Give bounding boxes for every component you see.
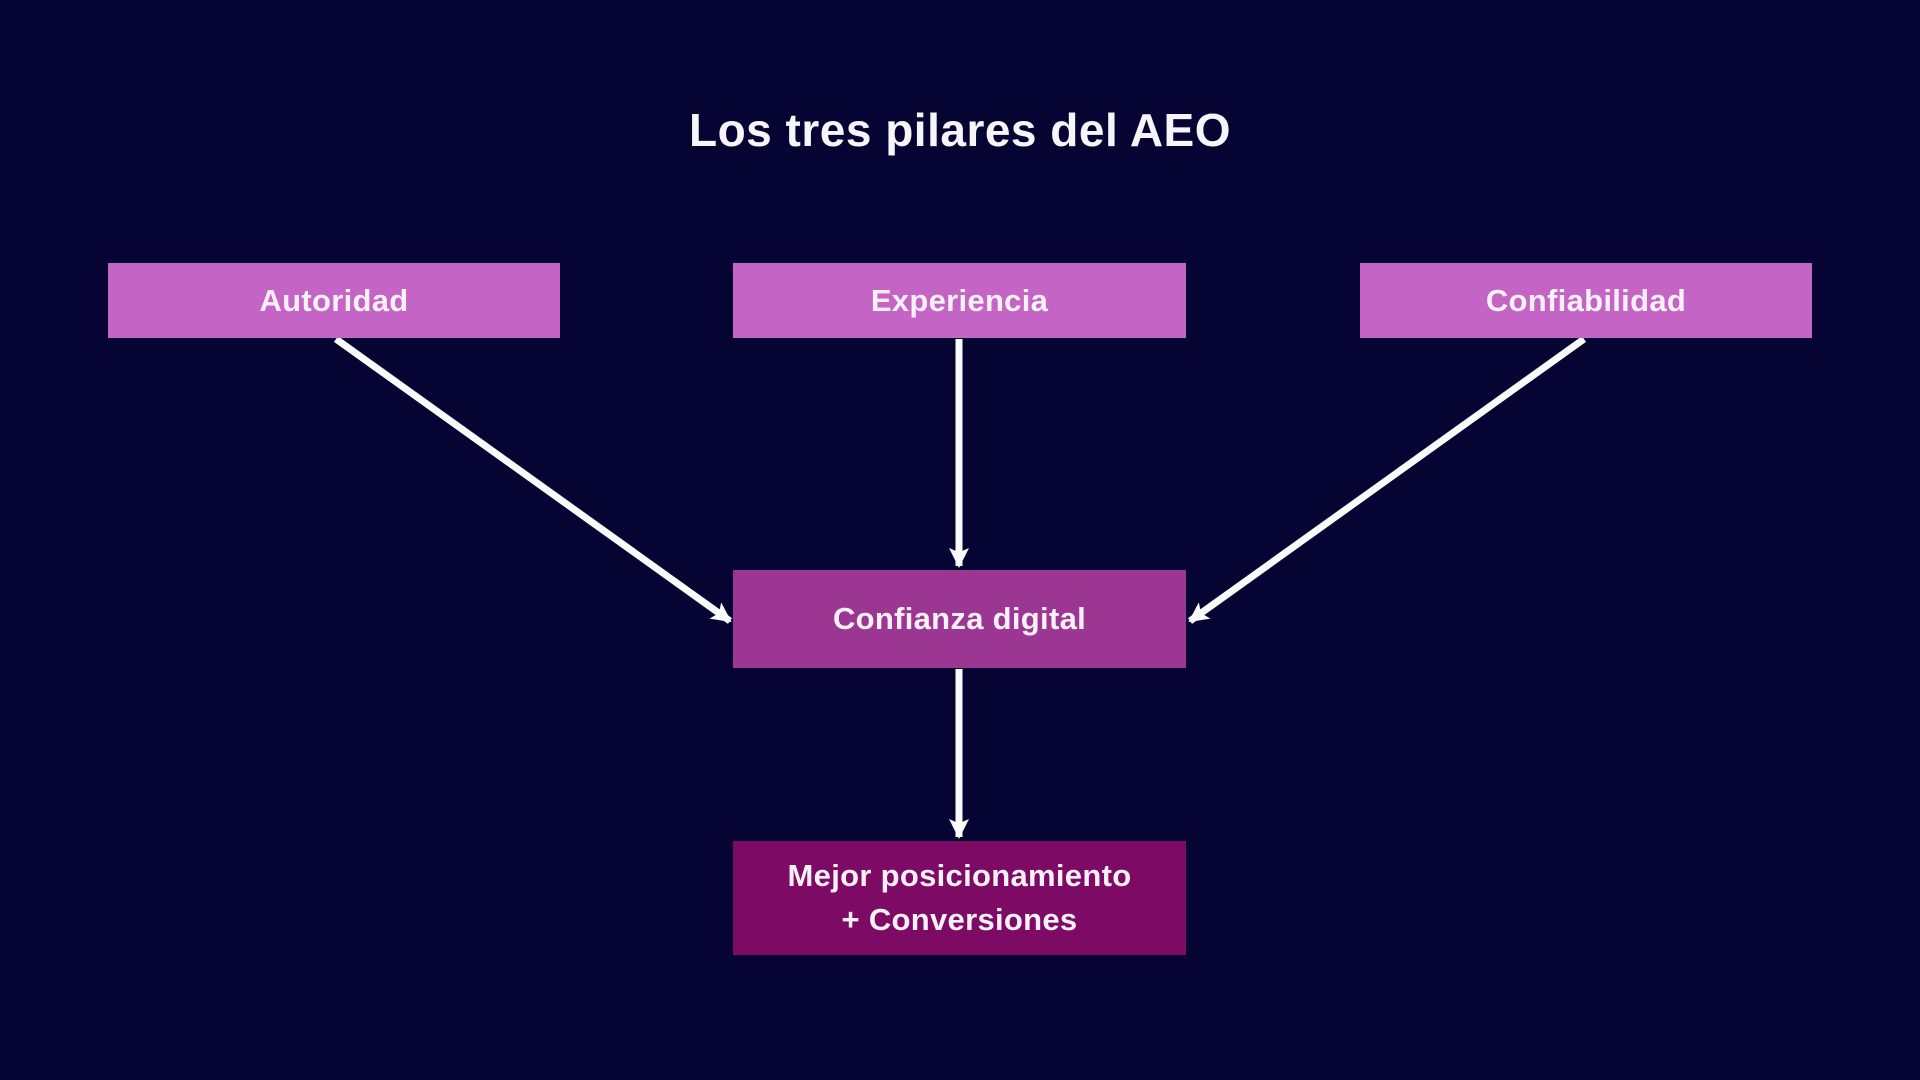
node-result: Mejor posicionamiento + Conversiones [733,841,1186,955]
node-experiencia: Experiencia [733,263,1186,338]
node-confianza-digital: Confianza digital [733,570,1186,668]
node-result-line2: + Conversiones [841,902,1078,937]
node-result-line1: Mejor posicionamiento [787,858,1132,893]
node-experiencia-label: Experiencia [870,282,1049,318]
arrow-confiabilidad-to-confianza [1187,336,1587,624]
diagram-title: Los tres pilares del AEO [688,104,1232,156]
node-confiabilidad: Confiabilidad [1360,263,1812,338]
node-autoridad-label: Autoridad [259,282,409,318]
node-autoridad: Autoridad [108,263,560,338]
node-confiabilidad-label: Confiabilidad [1485,282,1687,318]
node-confianza-digital-label: Confianza digital [832,601,1087,636]
arrow-autoridad-to-confianza [333,336,733,624]
